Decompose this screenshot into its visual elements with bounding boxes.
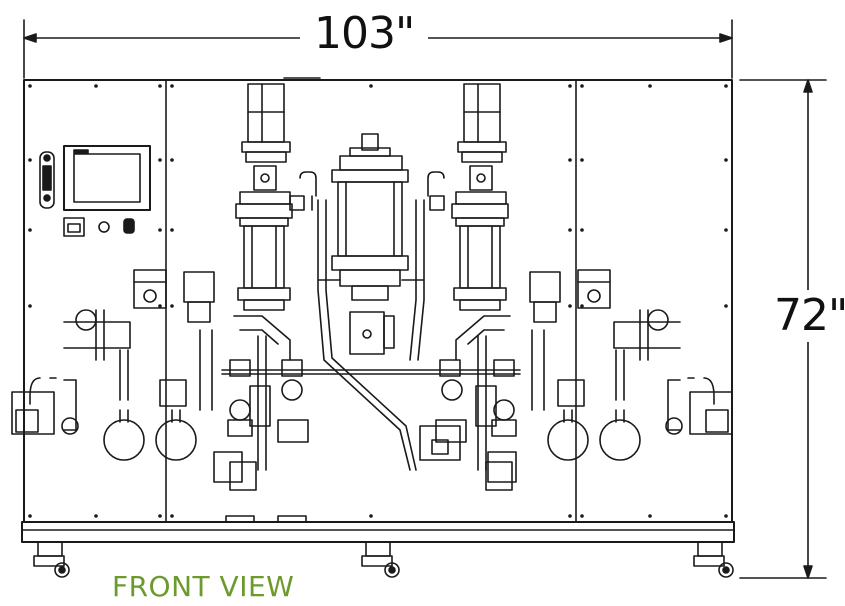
transfer-pipes — [221, 171, 521, 471]
caster-wheel-left — [33, 541, 70, 578]
right-valve-array — [529, 269, 733, 435]
control-panel — [39, 145, 151, 237]
left-lower-assembly — [213, 315, 309, 491]
view-caption: FRONT VIEW — [112, 570, 295, 603]
center-vessel — [331, 133, 409, 355]
right-lower-assembly — [419, 315, 517, 491]
right-flask-1 — [547, 409, 589, 461]
width-dimension-label: 103" — [300, 8, 429, 60]
left-distillation-column — [235, 83, 293, 311]
height-dimension-label: 72" — [770, 290, 845, 342]
caster-wheel-center — [361, 541, 400, 578]
left-flask-2 — [155, 409, 197, 461]
left-valve-array — [11, 269, 215, 435]
left-flask-1 — [103, 409, 145, 461]
right-distillation-column — [451, 83, 509, 311]
machine-frame — [21, 77, 735, 543]
caster-wheel-right — [693, 541, 734, 578]
height-dimension-line — [739, 79, 827, 579]
frame-bolts — [28, 84, 728, 518]
right-flask-2 — [599, 409, 641, 461]
